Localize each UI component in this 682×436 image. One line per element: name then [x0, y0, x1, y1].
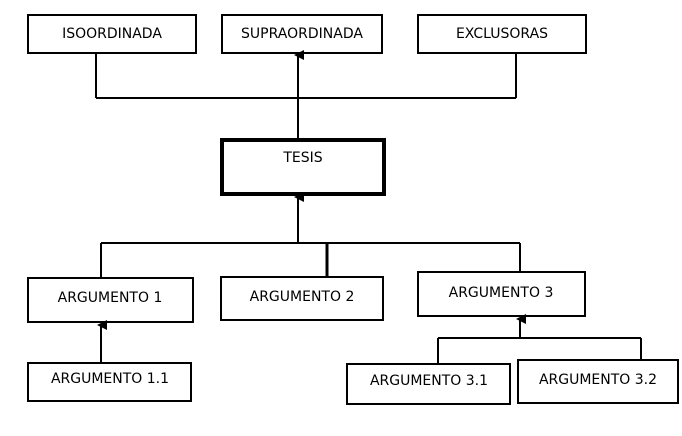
box-isoordinada — [27, 14, 197, 54]
label-argumento-3: ARGUMENTO 3 — [449, 285, 554, 301]
label-argumento-3-1: ARGUMENTO 3.1 — [370, 373, 488, 389]
box-argumento-2 — [220, 276, 384, 321]
label-tesis: TESIS — [282, 150, 322, 166]
box-argumento-1-1 — [27, 362, 192, 402]
label-supraordinada: SUPRAORDINADA — [241, 26, 363, 42]
label-argumento-3-2: ARGUMENTO 3.2 — [539, 372, 657, 388]
label-exclusoras: EXCLUSORAS — [456, 26, 548, 42]
label-argumento-2: ARGUMENTO 2 — [250, 289, 355, 305]
label-argumento-1: ARGUMENTO 1 — [58, 290, 163, 306]
label-argumento-1-1: ARGUMENTO 1.1 — [51, 371, 169, 387]
box-supraordinada — [221, 14, 383, 54]
box-argumento-3-1 — [346, 363, 511, 405]
label-isoordinada: ISOORDINADA — [62, 26, 162, 42]
box-exclusoras — [417, 14, 587, 54]
box-argumento-3 — [417, 271, 586, 317]
box-argumento-3-2 — [517, 359, 679, 404]
box-argumento-1 — [27, 277, 194, 323]
box-tesis — [220, 138, 386, 196]
